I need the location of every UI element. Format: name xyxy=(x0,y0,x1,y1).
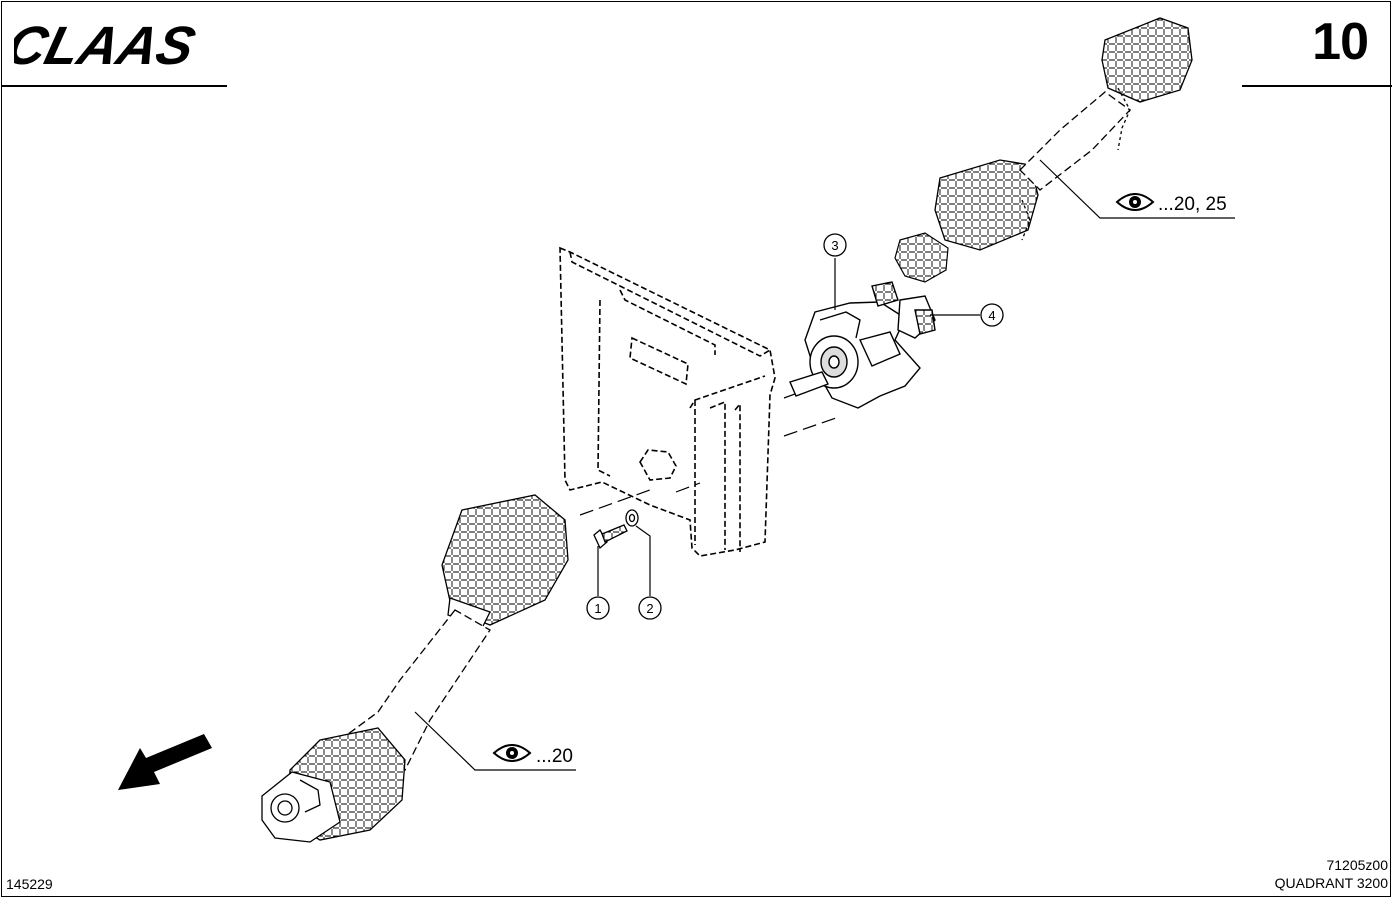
figure-id: 145229 xyxy=(6,876,53,892)
svg-text:CLAAS: CLAAS xyxy=(14,20,201,70)
svg-text:2: 2 xyxy=(646,601,653,616)
svg-text:...20: ...20 xyxy=(536,746,573,767)
svg-text:1: 1 xyxy=(594,601,601,616)
callout-2: 2 xyxy=(638,596,662,620)
reference-lower: ...20 xyxy=(492,744,573,767)
svg-text:4: 4 xyxy=(988,308,995,323)
frame-plate xyxy=(559,246,776,557)
callout-3: 3 xyxy=(823,233,847,257)
yoke-coupling xyxy=(894,232,949,283)
alignment-lines xyxy=(579,389,837,516)
svg-text:...20, 25: ...20, 25 xyxy=(1158,194,1227,215)
upper-drive-shaft xyxy=(934,17,1193,251)
callout-4: 4 xyxy=(980,303,1004,327)
claas-logo: CLAAS xyxy=(14,20,201,70)
reference-upper: ...20, 25 xyxy=(1115,193,1227,215)
header-rule-right xyxy=(1242,85,1392,87)
direction-arrow xyxy=(118,734,212,790)
washer xyxy=(625,509,639,527)
leader-lines xyxy=(414,159,1235,771)
drawing-code: 71205z00 xyxy=(1326,857,1388,873)
eye-icon xyxy=(492,744,532,762)
lower-drive-shaft xyxy=(261,494,569,843)
header-rule-left xyxy=(1,85,227,87)
model-name: QUADRANT 3200 xyxy=(1274,875,1388,891)
callout-1: 1 xyxy=(586,596,610,620)
svg-text:3: 3 xyxy=(831,238,838,253)
footer-right: 71205z00 QUADRANT 3200 xyxy=(1275,856,1388,892)
gearbox xyxy=(789,281,936,409)
bolt xyxy=(593,524,628,550)
eye-icon xyxy=(1115,193,1155,211)
page-number: 10 xyxy=(1312,13,1369,71)
